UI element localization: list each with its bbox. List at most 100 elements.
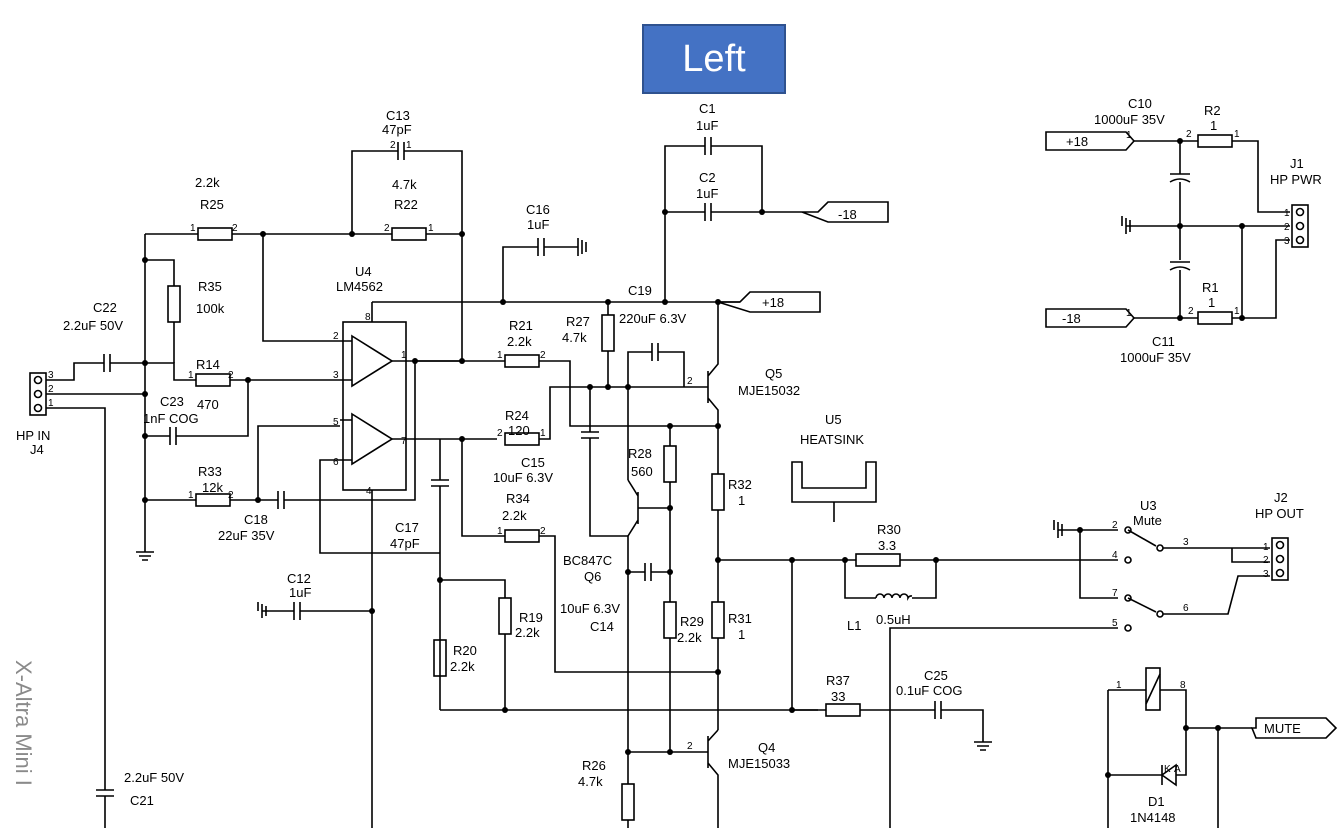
side-text-line2: www <box>0 660 6 708</box>
resistor-r34 <box>504 529 540 543</box>
c1-value: 1uF <box>696 118 718 133</box>
capacitor-c22 <box>98 354 145 372</box>
c17-value: 47pF <box>390 536 420 551</box>
r35-ref: R35 <box>198 279 222 294</box>
c19-ref: C19 <box>628 283 652 298</box>
svg-text:3: 3 <box>333 370 339 381</box>
c25-ref: C25 <box>924 668 948 683</box>
svg-text:1: 1 <box>1126 308 1132 319</box>
r21-ref: R21 <box>509 318 533 333</box>
svg-text:7: 7 <box>401 436 407 447</box>
resistor-r29 <box>663 601 677 639</box>
title-badge: Left <box>642 24 786 94</box>
c1-ref: C1 <box>699 101 716 116</box>
c21-ref: C21 <box>130 793 154 808</box>
q5-value: MJE15032 <box>738 383 800 398</box>
transistor-q4 <box>698 729 719 828</box>
r25-value: 2.2k <box>195 175 220 190</box>
svg-text:1: 1 <box>497 526 503 537</box>
d1-value: 1N4148 <box>1130 810 1176 825</box>
port-pos18-pwr <box>1045 131 1136 151</box>
r1-value: 1 <box>1208 295 1215 310</box>
r30-value: 3.3 <box>878 538 896 553</box>
opamp-u4 <box>340 321 462 491</box>
j1-ref: J1 <box>1290 156 1304 171</box>
svg-text:1: 1 <box>1234 129 1240 140</box>
r28-value: 560 <box>631 464 653 479</box>
svg-text:7: 7 <box>1112 588 1118 599</box>
c23-ref: C23 <box>160 394 184 409</box>
relay-u3 <box>1053 520 1270 632</box>
r2-ref: R2 <box>1204 103 1221 118</box>
svg-text:4: 4 <box>1112 550 1118 561</box>
q4-ref: Q4 <box>758 740 775 755</box>
u3-value: Mute <box>1133 513 1162 528</box>
r14-ref: R14 <box>196 357 220 372</box>
resistor-r20 <box>433 639 447 677</box>
svg-text:8: 8 <box>365 312 371 323</box>
heatsink-u5 <box>791 461 877 522</box>
r22-value: 4.7k <box>392 177 417 192</box>
c15-ref: C15 <box>521 455 545 470</box>
side-watermark-text: X-Altra Mini I www <box>0 660 38 786</box>
svg-text:1: 1 <box>188 370 194 381</box>
svg-text:1: 1 <box>401 350 407 361</box>
u3-ref: U3 <box>1140 498 1157 513</box>
resistor-r32 <box>711 473 725 511</box>
j2-value: HP OUT <box>1255 506 1304 521</box>
capacitor-c11 <box>1169 261 1191 318</box>
svg-text:2: 2 <box>687 376 693 387</box>
c19-value: 220uF 6.3V <box>619 311 687 326</box>
c14-value: 10uF 6.3V <box>560 601 620 616</box>
c12-value: 1uF <box>289 585 311 600</box>
svg-text:2: 2 <box>687 741 693 752</box>
j4-ref: J4 <box>30 442 44 457</box>
j4-value: HP IN <box>16 428 50 443</box>
c10-ref: C10 <box>1128 96 1152 111</box>
transistor-q6 <box>627 479 650 537</box>
connector-j1 <box>1291 204 1309 248</box>
r19-value: 2.2k <box>515 625 540 640</box>
r27-ref: R27 <box>566 314 590 329</box>
r32-ref: R32 <box>728 477 752 492</box>
svg-text:4: 4 <box>366 486 372 497</box>
port-neg18-top-label: -18 <box>838 207 857 222</box>
capacitor-c10 <box>1169 173 1191 260</box>
c21-value: 2.2uF 50V <box>124 770 184 785</box>
j1-value: HP PWR <box>1270 172 1322 187</box>
svg-text:2: 2 <box>333 331 339 342</box>
svg-text:2: 2 <box>228 370 234 381</box>
r26-ref: R26 <box>582 758 606 773</box>
c16-value: 1uF <box>527 217 549 232</box>
r35-value: 100k <box>196 301 225 316</box>
c23-value: 1nF COG <box>143 411 199 426</box>
svg-text:2: 2 <box>1284 222 1290 233</box>
c13-ref: C13 <box>386 108 410 123</box>
svg-text:2: 2 <box>384 223 390 234</box>
side-text-line1: X-Altra Mini I <box>11 660 36 786</box>
resistor-r26 <box>621 783 635 821</box>
r19-ref: R19 <box>519 610 543 625</box>
svg-text:6: 6 <box>333 457 339 468</box>
resistor-r35 <box>167 285 181 323</box>
port-pos18-mid-label: +18 <box>762 295 784 310</box>
r33-value: 12k <box>202 480 223 495</box>
svg-text:1: 1 <box>428 223 434 234</box>
svg-text:1: 1 <box>540 428 546 439</box>
relay-coil <box>1107 667 1187 828</box>
u4-ref: U4 <box>355 264 372 279</box>
diode-k-label: K <box>1164 764 1171 775</box>
resistor-r22 <box>391 227 427 241</box>
svg-text:2: 2 <box>540 526 546 537</box>
c18-ref: C18 <box>244 512 268 527</box>
r24-ref: R24 <box>505 408 529 423</box>
svg-text:2: 2 <box>228 490 234 501</box>
svg-text:1: 1 <box>497 350 503 361</box>
svg-text:1: 1 <box>1126 130 1132 141</box>
svg-text:6: 6 <box>1183 603 1189 614</box>
svg-text:3: 3 <box>1263 569 1269 580</box>
svg-text:1: 1 <box>1284 208 1290 219</box>
c11-value: 1000uF 35V <box>1120 350 1191 365</box>
